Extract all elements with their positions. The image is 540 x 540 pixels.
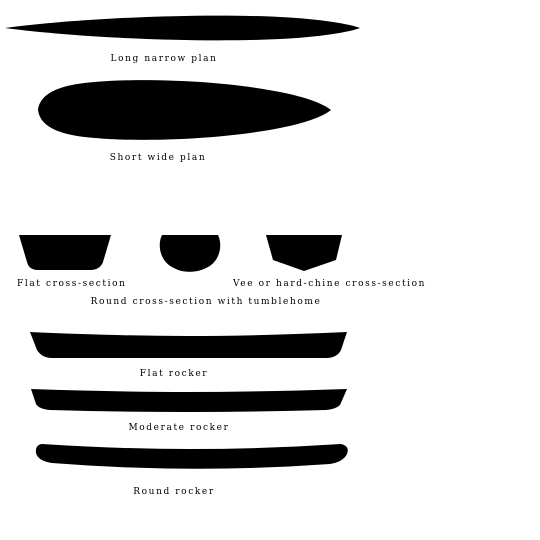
long-narrow-plan-label: Long narrow plan	[110, 54, 218, 64]
round-rocker-label: Round rocker	[133, 487, 215, 497]
round-rocker-shape	[35, 444, 348, 469]
round-cross-section-label: Round cross-section with tumblehome	[90, 297, 322, 307]
flat-rocker-shape	[30, 332, 347, 358]
flat-cross-section-label: Flat cross-section	[17, 279, 127, 289]
round-cross-section-shape	[159, 235, 221, 272]
short-wide-plan-shape	[38, 80, 331, 140]
short-wide-plan-label: Short wide plan	[109, 153, 207, 163]
moderate-rocker-label: Moderate rocker	[128, 423, 230, 433]
vee-cross-section-shape	[266, 235, 342, 271]
vee-cross-section-label: Vee or hard-chine cross-section	[233, 279, 427, 289]
flat-cross-section-shape	[19, 235, 111, 270]
moderate-rocker-shape	[31, 389, 347, 412]
flat-rocker-label: Flat rocker	[139, 369, 209, 379]
long-narrow-plan-shape	[5, 15, 360, 41]
